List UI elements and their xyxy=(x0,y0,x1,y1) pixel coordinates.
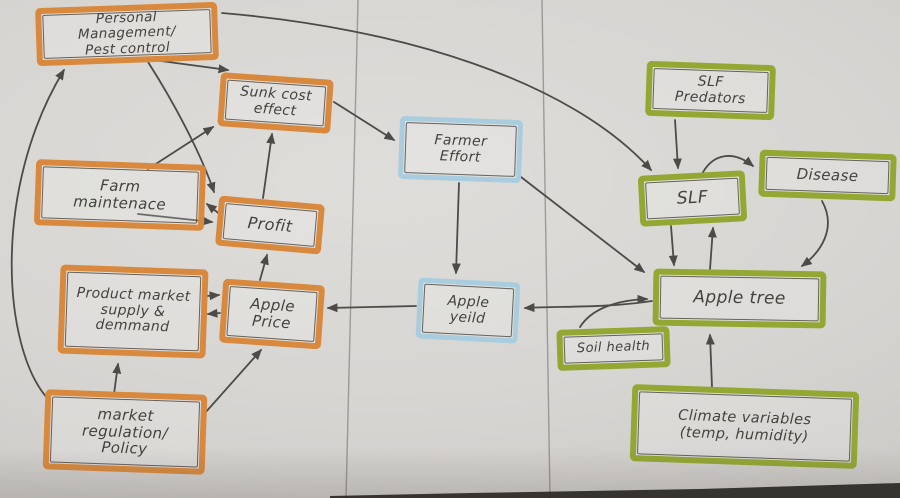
node-pencil-border: Farm maintenace xyxy=(41,166,199,224)
edge-profit-to-farm-maintenace xyxy=(205,203,223,217)
edge-sunk-cost-to-farmer-effort xyxy=(333,101,396,141)
node-label: SLF xyxy=(676,187,709,209)
node-pencil-border: Farmer Effort xyxy=(404,122,517,177)
edge-slf-predators-to-slf xyxy=(672,119,682,170)
node-label: Apple tree xyxy=(693,287,786,309)
photo-table-edge xyxy=(330,483,900,498)
node-slf-predators: SLF Predators xyxy=(645,60,776,121)
edge-apple-price-to-profit xyxy=(259,253,269,281)
node-label: Personal Management/ Pest control xyxy=(77,9,177,59)
node-personal-management: Personal Management/ Pest control xyxy=(35,1,219,67)
edge-farm-maintenace-to-sunk-cost xyxy=(147,126,215,170)
edge-farm-maintenace-to-profit xyxy=(137,213,214,226)
node-label: Soil health xyxy=(576,338,651,357)
edge-personal-management-to-sunk-cost xyxy=(145,58,230,74)
paper-crease xyxy=(345,0,359,498)
node-pencil-border: Product market supply & demmand xyxy=(64,271,202,352)
node-apple-price: Apple Price xyxy=(218,278,326,350)
node-pencil-border: Personal Management/ Pest control xyxy=(42,9,212,59)
node-pencil-border: Apple Price xyxy=(226,285,318,343)
edge-apple-tree-to-apple-yeild xyxy=(523,300,653,313)
edge-disease-to-apple-tree xyxy=(800,200,829,267)
node-profit: Profit xyxy=(215,195,325,255)
node-label: Farmer Effort xyxy=(434,131,488,166)
node-label: Sunk cost effect xyxy=(239,83,313,120)
edge-personal-management-to-slf xyxy=(221,12,653,172)
edge-slf-to-disease xyxy=(700,155,755,177)
edge-market-regulation-to-personal-management xyxy=(10,68,65,400)
node-apple-yeild: Apple yeild xyxy=(415,277,521,344)
node-pencil-border: Sunk cost effect xyxy=(224,79,327,127)
paper-crease xyxy=(541,0,551,498)
node-market-regulation: market regulation/ Policy xyxy=(42,389,208,475)
node-label: Product market supply & demmand xyxy=(76,285,191,336)
node-apple-tree: Apple tree xyxy=(652,268,827,329)
edge-climate-variables-to-apple-tree xyxy=(705,333,715,388)
node-label: Disease xyxy=(796,165,859,186)
node-disease: Disease xyxy=(758,149,897,202)
node-label: Farm maintenace xyxy=(73,176,167,214)
node-label: Climate variables (temp, humidity) xyxy=(677,407,812,445)
edge-apple-yeild-to-apple-price xyxy=(326,303,417,313)
edge-product-market-to-apple-price xyxy=(206,291,221,301)
node-pencil-border: Disease xyxy=(765,156,890,195)
edge-farmer-effort-to-apple-yeild xyxy=(451,182,461,275)
node-farm-maintenace: Farm maintenace xyxy=(33,159,207,231)
edge-apple-price-to-product-market xyxy=(206,308,221,318)
node-slf: SLF xyxy=(637,170,748,227)
node-product-market: Product market supply & demmand xyxy=(57,264,209,359)
node-pencil-border: market regulation/ Policy xyxy=(49,396,201,468)
edge-apple-tree-to-slf xyxy=(707,226,717,270)
node-pencil-border: Apple tree xyxy=(659,275,820,322)
node-label: market regulation/ Policy xyxy=(81,404,169,459)
node-pencil-border: Profit xyxy=(222,203,318,247)
node-farmer-effort: Farmer Effort xyxy=(397,115,524,184)
node-label: Apple yeild xyxy=(447,292,490,327)
node-pencil-border: Climate variables (temp, humidity) xyxy=(636,391,853,462)
node-soil-health: Soil health xyxy=(556,326,671,371)
edge-personal-management-to-profit xyxy=(147,61,216,194)
node-pencil-border: SLF xyxy=(645,177,740,220)
node-pencil-border: SLF Predators xyxy=(652,68,769,113)
edge-market-regulation-to-product-market xyxy=(112,362,122,395)
node-sunk-cost: Sunk cost effect xyxy=(217,72,334,134)
node-label: Apple Price xyxy=(249,294,296,333)
edge-profit-to-sunk-cost xyxy=(262,132,276,199)
edge-soil-health-to-apple-tree xyxy=(579,294,649,328)
node-label: SLF Predators xyxy=(674,73,746,107)
edge-slf-to-apple-tree xyxy=(668,225,678,267)
edge-farmer-effort-to-apple-tree xyxy=(520,176,646,273)
node-pencil-border: Apple yeild xyxy=(421,283,515,338)
node-label: Profit xyxy=(246,213,294,236)
node-climate-variables: Climate variables (temp, humidity) xyxy=(629,384,860,469)
node-pencil-border: Soil health xyxy=(563,333,664,364)
edge-market-regulation-to-apple-price xyxy=(204,348,262,414)
